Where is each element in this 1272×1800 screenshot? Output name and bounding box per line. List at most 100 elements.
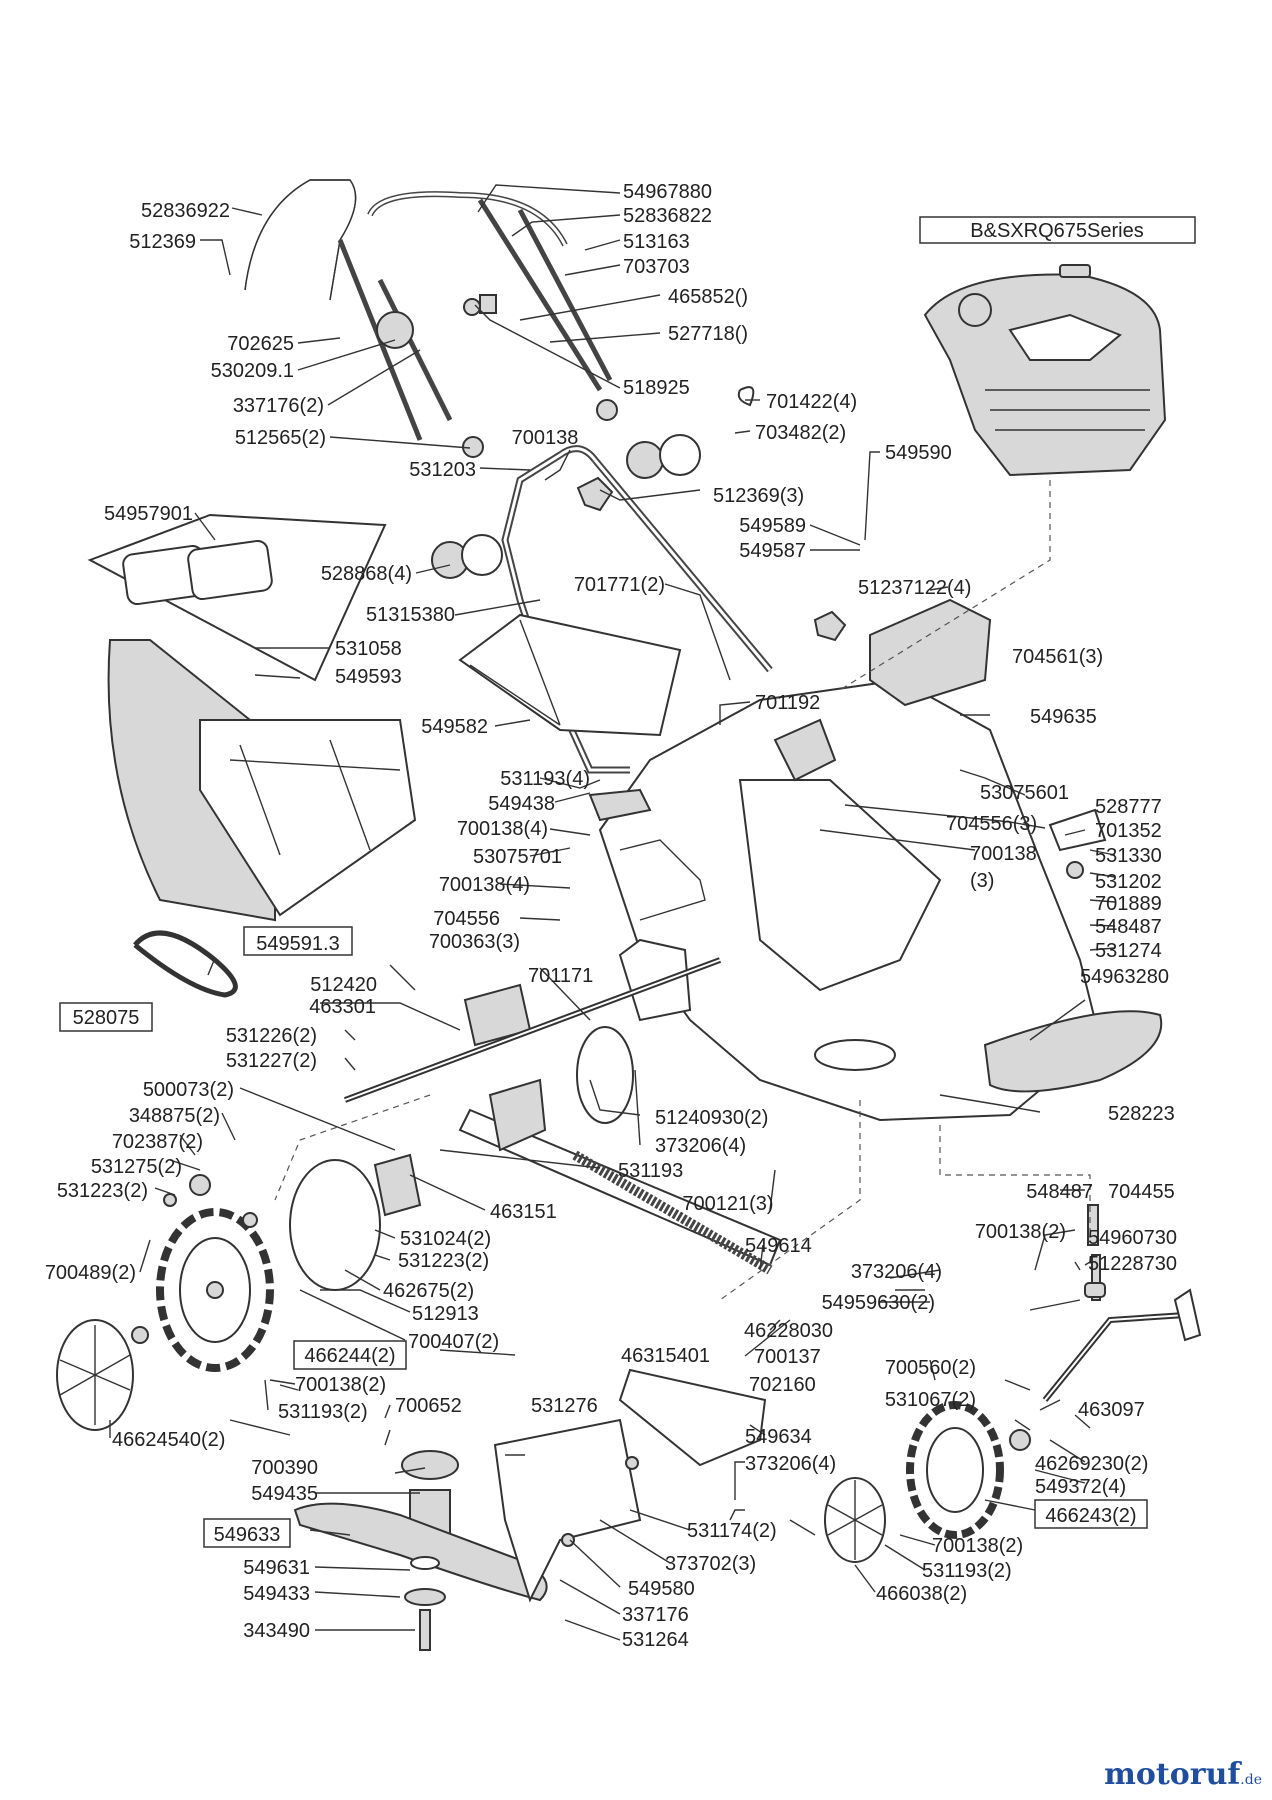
part-number: 531058 [335,638,402,660]
part-number: 512420 [310,974,377,996]
part-number: 531275(2) [91,1156,182,1178]
v-belt [133,930,238,998]
part-number: 700138(4) [439,874,530,896]
part-number: 531193(2) [922,1560,1012,1582]
part-number: 549582 [421,716,488,738]
part-number: 531223(2) [398,1250,489,1272]
part-number: 549635 [1030,706,1097,728]
part-number: 52836922 [141,200,230,222]
part-number: 531193(4) [500,768,590,790]
part-number: 700138(2) [932,1535,1023,1557]
part-number: 527718() [668,323,748,345]
deck [588,598,1163,1122]
leader-lines [109,184,1116,1641]
part-number: 549587 [739,540,806,562]
part-number: 51315380 [366,604,455,626]
part-number: 528223 [1108,1103,1175,1125]
part-number: 531264 [622,1629,689,1651]
part-number: 531330 [1095,845,1162,867]
part-number: 701771(2) [574,574,665,596]
part-number: 531174(2) [687,1520,777,1542]
part-number: 549589 [739,515,806,537]
part-number: 373206(4) [745,1453,836,1475]
part-number: 700138(2) [975,1221,1066,1243]
part-number: 548487 [1095,916,1162,938]
label-boxes [59,216,1196,1548]
part-number: 463301 [309,996,376,1018]
part-number: 51240930(2) [655,1107,768,1129]
watermark-logo: motoruf.de [1104,1757,1262,1792]
drive-assembly [343,957,782,1275]
engine-series-label: B&SXRQ675Series [970,220,1143,242]
knobs-and-wheels-small [431,434,847,642]
part-number: 700407(2) [408,1331,499,1353]
part-number: 700138(4) [457,818,548,840]
part-number: 700138 [512,427,579,449]
part-number: 466038(2) [876,1583,967,1605]
part-number: 701352 [1095,820,1162,842]
part-number: 704455 [1108,1181,1175,1203]
part-number: 701171 [528,965,593,987]
part-number: 549614 [745,1235,812,1257]
part-number: 531223(2) [57,1180,148,1202]
part-number: 512369 [129,231,196,253]
part-number: 703703 [623,256,690,278]
part-number: 512369(3) [713,485,804,507]
part-number: 549433 [243,1583,310,1605]
assembly-guides [274,480,1091,1301]
part-number: 512913 [412,1303,479,1325]
part-number: 53075601 [980,782,1069,804]
part-number: 531274 [1095,940,1162,962]
part-number: 46315401 [621,1345,710,1367]
part-number: 528868(4) [321,563,412,585]
part-number: 337176(2) [233,395,324,417]
rear-flap [458,613,682,737]
part-number: 528777 [1095,796,1162,818]
part-number: 701192 [755,692,820,714]
part-number: 704561(3) [1012,646,1103,668]
watermark-brand: motoruf [1104,1757,1241,1792]
part-number: 531067(2) [885,1389,976,1411]
part-number: 337176 [622,1604,689,1626]
part-number: 513163 [623,231,690,253]
part-number: 700390 [251,1457,318,1479]
watermark-tld: .de [1240,1772,1262,1788]
part-number: 531024(2) [400,1228,491,1250]
part-number: 51228730 [1088,1253,1177,1275]
part-number: 463151 [490,1201,557,1223]
blade-assembly [293,1368,767,1651]
part-number: 549435 [251,1483,318,1505]
part-number: 46228030 [744,1320,833,1342]
part-number: 700137 [754,1346,821,1368]
part-number: 528075 [73,1007,140,1029]
part-number: 531203 [409,459,476,481]
part-number: 51237122(4) [858,577,971,599]
part-number: 348875(2) [129,1105,220,1127]
part-number: 701889 [1095,893,1162,915]
part-number: 466244(2) [304,1345,395,1367]
part-number: 54963280 [1080,966,1169,988]
part-number: 531202 [1095,871,1162,893]
part-number: 53075701 [473,846,562,868]
part-number: 702160 [749,1374,816,1396]
part-number: 702625 [227,333,294,355]
part-number: 548487 [1026,1181,1093,1203]
rear-wheel [56,1159,381,1431]
grass-bag [87,513,417,922]
part-number: 54967880 [623,181,712,203]
part-number: 465852() [668,286,748,308]
part-labels: B&SXRQ675Series 52836922 512369 54967880… [45,181,1177,1651]
part-number: 466243(2) [1045,1505,1136,1527]
part-number: 700560(2) [885,1357,976,1379]
part-number: 549634 [745,1426,812,1448]
part-number: 46269230(2) [1035,1453,1148,1475]
part-number: (3) [970,870,994,892]
engine [923,264,1167,477]
part-number: 700121(3) [682,1193,773,1215]
part-number: 373702(3) [665,1553,756,1575]
part-number: 463097 [1078,1399,1145,1421]
part-number: 531193 [618,1160,683,1182]
part-number: 343490 [243,1620,310,1642]
part-number: 703482(2) [755,422,846,444]
